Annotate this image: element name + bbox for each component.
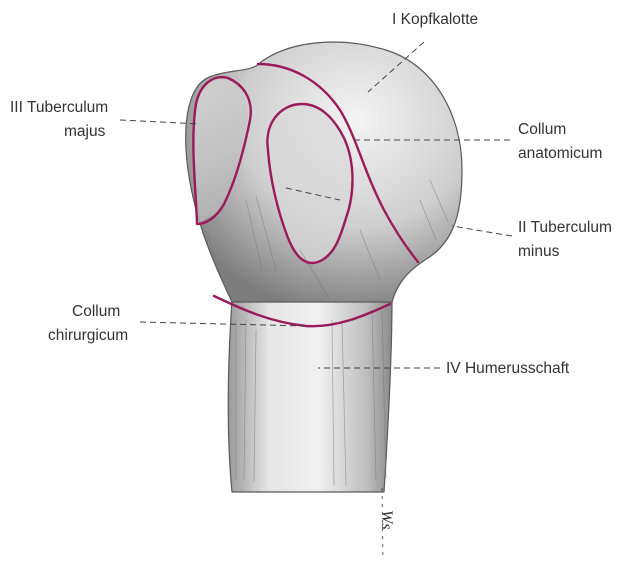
label-tuberculum-majus-line1: III Tuberculum — [10, 99, 108, 116]
label-tuberculum-minus-line1: II Tuberculum — [518, 219, 612, 236]
label-collum-chirurgicum-line1: Collum — [72, 303, 120, 320]
label-tuberculum-majus-line2: majus — [64, 123, 106, 140]
label-tuberculum-minus-line2: minus — [518, 243, 560, 260]
leader-tuberculum-minus — [452, 226, 512, 236]
label-collum-chirurgicum-line2: chirurgicum — [48, 327, 128, 344]
artist-signature: Ws — [378, 510, 395, 530]
label-humerusschaft: IV Humerusschaft — [446, 360, 570, 377]
humerus-shaft — [228, 300, 392, 492]
label-kopfkalotte: I Kopfkalotte — [392, 11, 478, 28]
label-collum-anatomicum-line1: Collum — [518, 121, 566, 138]
label-collum-anatomicum-line2: anatomicum — [518, 145, 602, 162]
